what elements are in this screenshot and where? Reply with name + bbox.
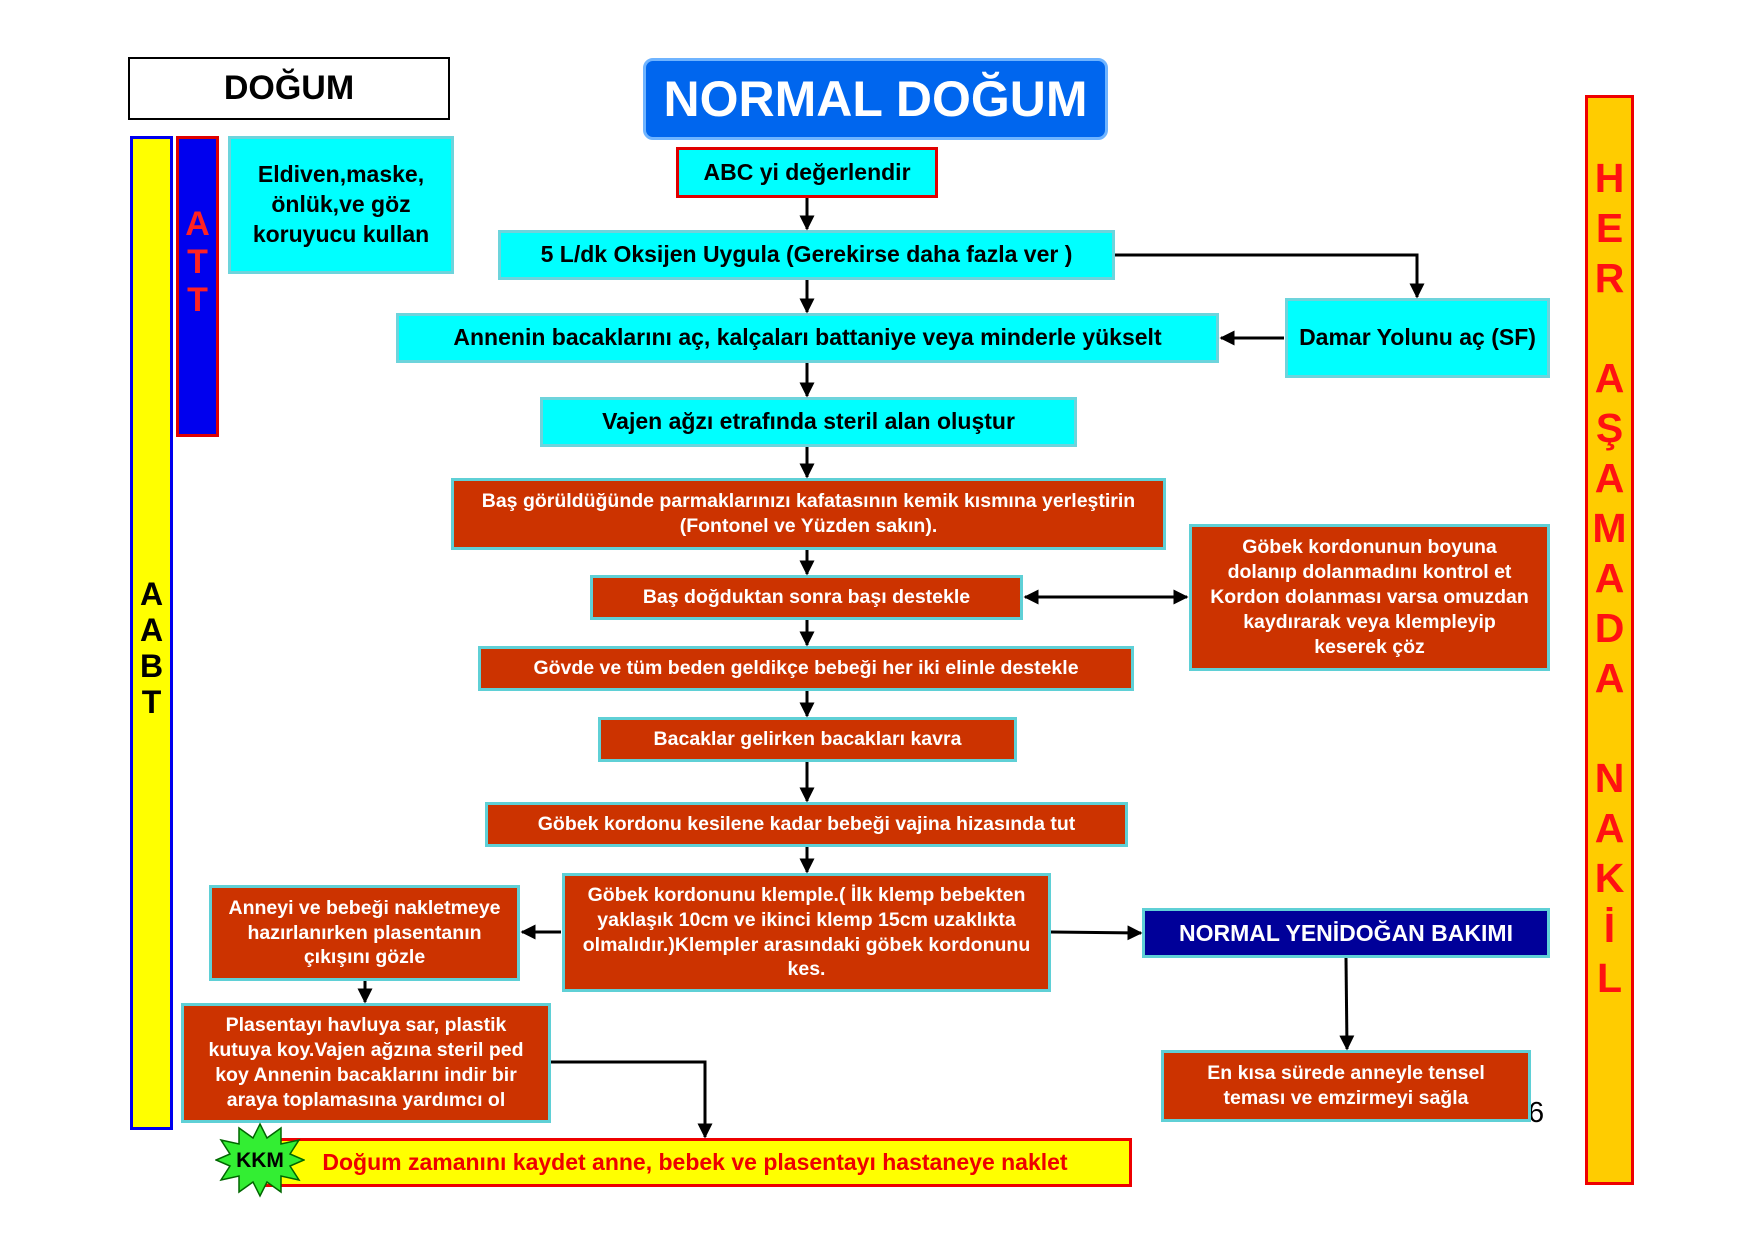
nakil-letter: A [1594,655,1625,701]
nakil-letter: D [1594,605,1625,651]
aabt-letter: B [139,648,164,684]
aabt-letter: T [141,684,162,720]
nakil-letter: A [1594,805,1625,851]
nakil-letter: A [1594,355,1625,401]
aabt-letter: A [139,612,164,648]
step-sterile: Vajen ağzı etrafında steril alan oluştur [540,397,1077,447]
kkm-badge: KKM [215,1122,305,1198]
step-placenta-wrap: Plasentayı havluya sar, plastik kutuya k… [181,1003,551,1123]
step-abc: ABC yi değerlendir [676,147,938,198]
nakil-letter: H [1594,155,1625,201]
her-asamada-nakil-side-bar: H E R A Ş A M A D A N A K İ L [1585,95,1634,1185]
section-title-dogum: DOĞUM [128,57,450,120]
att-letter: T [187,281,208,319]
step-cord-check: Göbek kordonunun boyuna dolanıp dolanmad… [1189,524,1550,671]
arrow-newborn-to-skin [1339,957,1355,1051]
att-side-bar: A T T [176,136,219,437]
step-record: Doğum zamanını kaydet anne, bebek ve pla… [258,1138,1132,1187]
step-oxygen: 5 L/dk Oksijen Uygula (Gerekirse daha fa… [498,230,1115,280]
att-letter: T [187,243,208,281]
aabt-side-bar: A A B T [130,136,173,1130]
arrow-clamp-to-newborn [1050,925,1143,941]
step-hold-level: Göbek kordonu kesilene kadar bebeği vaji… [485,802,1128,847]
step-legs-grab: Bacaklar gelirken bacakları kavra [598,717,1017,762]
nakil-letter: E [1595,205,1624,251]
page-title: NORMAL DOĞUM [643,58,1108,140]
kkm-starburst-icon [215,1122,305,1198]
step-clamp: Göbek kordonunu klemple.( İlk klemp bebe… [562,873,1051,992]
nakil-letter: R [1594,255,1625,301]
step-newborn-care: NORMAL YENİDOĞAN BAKIMI [1142,908,1550,958]
step-iv-access: Damar Yolunu aç (SF) [1285,298,1550,378]
nakil-letter: İ [1603,905,1616,951]
nakil-letter: Ş [1595,405,1624,451]
step-body-support: Gövde ve tüm beden geldikçe bebeği her i… [478,646,1134,691]
att-letter: A [185,205,210,243]
step-head-born: Baş doğduktan sonra başı destekle [590,575,1023,620]
step-head-seen: Baş görüldüğünde parmaklarınızı kafatası… [451,478,1166,550]
protection-note: Eldiven,maske, önlük,ve göz koruyucu kul… [228,136,454,274]
step-legs: Annenin bacaklarını aç, kalçaları battan… [396,313,1219,363]
kkm-label: KKM [236,1149,284,1172]
aabt-letter: A [139,576,164,612]
nakil-letter: L [1596,955,1623,1001]
nakil-letter: M [1592,505,1627,551]
arrow-oxygen-to-iv [1115,253,1425,299]
nakil-letter: A [1594,555,1625,601]
step-placenta-watch: Anneyi ve bebeği nakletmeye hazırlanırke… [209,885,520,981]
nakil-letter: N [1594,755,1625,801]
step-skin-contact: En kısa sürede anneyle tensel teması ve … [1161,1050,1531,1122]
nakil-letter: K [1594,855,1625,901]
arrow-wrap-to-record [551,1060,713,1139]
nakil-letter: A [1594,455,1625,501]
